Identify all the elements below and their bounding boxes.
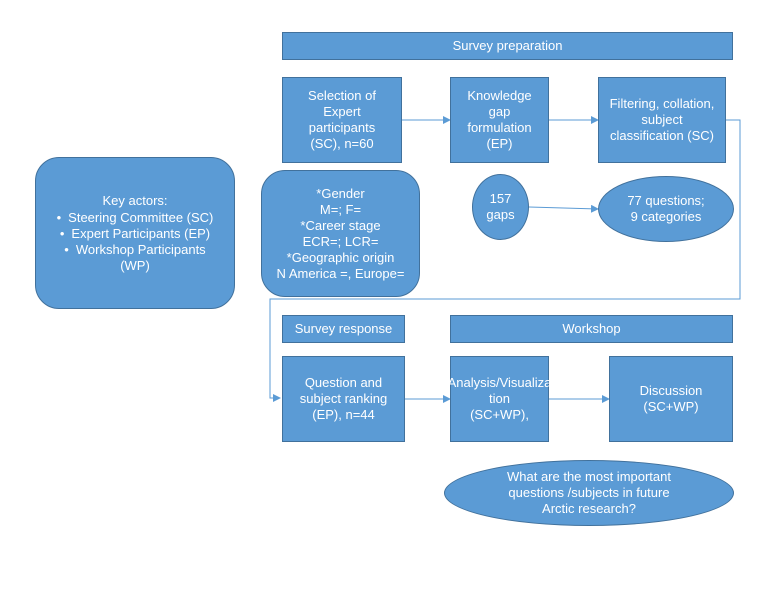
header-workshop: Workshop xyxy=(450,315,733,343)
questions-ellipse: 77 questions; 9 categories xyxy=(598,176,734,242)
key-actor-item: (WP) xyxy=(120,257,150,273)
step-knowledge-gap: Knowledge gap formulation (EP) xyxy=(450,77,549,163)
key-actor-item: •Steering Committee (SC) xyxy=(56,209,214,225)
key-actors-title: Key actors: xyxy=(102,192,168,208)
key-actors-box: Key actors: •Steering Committee (SC) •Ex… xyxy=(35,157,235,309)
step-selection-experts: Selection of Expert participants (SC), n… xyxy=(282,77,402,163)
header-survey-response: Survey response xyxy=(282,315,405,343)
header-survey-preparation-label: Survey preparation xyxy=(452,38,563,53)
key-actor-item: •Workshop Participants xyxy=(64,241,206,257)
demographics-box: *Gender M=; F= *Career stage ECR=; LCR= … xyxy=(261,170,420,297)
key-actor-item: •Expert Participants (EP) xyxy=(59,225,211,241)
key-actors-list: •Steering Committee (SC) •Expert Partici… xyxy=(57,210,214,274)
header-survey-preparation: Survey preparation xyxy=(282,32,733,60)
header-workshop-label: Workshop xyxy=(562,321,621,336)
gaps-circle: 157 gaps xyxy=(472,174,529,240)
research-question-ellipse: What are the most important questions /s… xyxy=(444,460,734,526)
step-discussion: Discussion (SC+WP) xyxy=(609,356,733,442)
step-filtering: Filtering, collation, subject classifica… xyxy=(598,77,726,163)
arrow-gaps-to-questions xyxy=(528,204,599,213)
step-analysis-visualization: Analysis/Visualiza tion (SC+WP), xyxy=(448,356,551,442)
step-question-ranking: Question and subject ranking (EP), n=44 xyxy=(282,356,405,442)
header-survey-response-label: Survey response xyxy=(294,321,393,336)
